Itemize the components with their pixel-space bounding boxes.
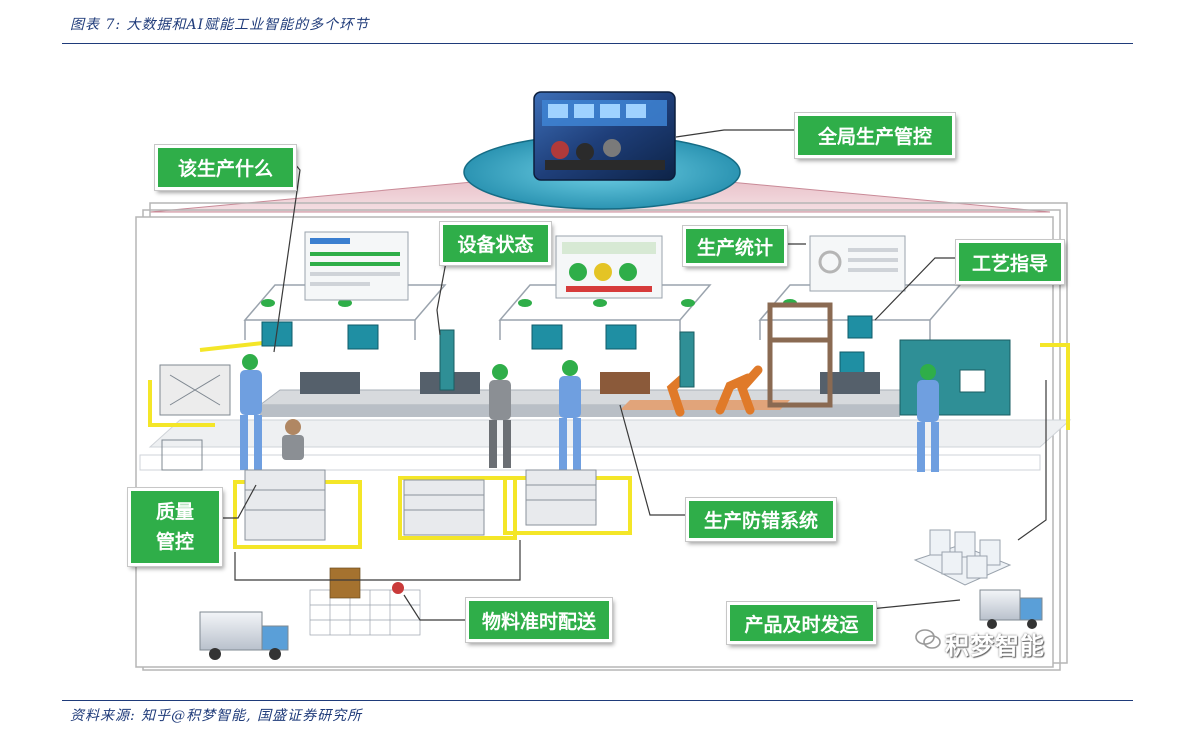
watermark-text: 积梦智能 [945, 632, 1045, 660]
press-machine [767, 302, 833, 408]
order-panel-icon [304, 231, 409, 301]
label-production-statistics: 生产统计 [683, 226, 787, 266]
footer-rule [62, 700, 1133, 701]
info-panels [304, 231, 906, 301]
label-quality-control: 质量 管控 [128, 488, 222, 566]
header-rule [62, 43, 1133, 44]
statistics-panel-icon [809, 235, 906, 292]
workstation-monitors [261, 315, 873, 375]
worker-figure [240, 354, 262, 470]
product-boxes-icon [913, 529, 1012, 586]
overhead-frames [243, 284, 962, 340]
source-note: 资料来源: 知乎@积梦智能, 国盛证券研究所 [70, 708, 363, 724]
label-what-to-produce: 该生产什么 [155, 145, 296, 190]
label-material-delivery: 物料准时配送 [466, 598, 612, 642]
delivery-truck-icon [199, 611, 289, 660]
label-global-production-control: 全局生产管控 [795, 113, 955, 158]
workers [240, 354, 939, 472]
figure-title: 图表 7: 大数据和AI赋能工业智能的多个环节 [70, 17, 370, 33]
label-equipment-status: 设备状态 [440, 222, 551, 265]
label-product-shipping: 产品及时发运 [727, 602, 876, 644]
worker-figure [282, 419, 304, 460]
control-center-screen-icon [533, 91, 676, 181]
shipping-truck-icon [979, 589, 1043, 629]
label-error-proofing-system: 生产防错系统 [686, 498, 836, 541]
wechat-style-logo-icon [915, 628, 941, 650]
label-quality-control-line2: 管控 [155, 531, 194, 553]
material-grid [309, 567, 421, 636]
storage-carts [244, 469, 597, 541]
factory-floor [139, 419, 1072, 471]
equipment-dashboard-icon [555, 235, 663, 299]
worker-figure [917, 364, 939, 472]
label-process-guidance: 工艺指导 [956, 240, 1064, 284]
label-quality-control-line1: 质量 [155, 501, 194, 523]
worker-figure [559, 360, 581, 470]
inspection-station [159, 364, 231, 471]
callout-leader-lines [222, 129, 1047, 623]
worker-figure [489, 364, 511, 468]
